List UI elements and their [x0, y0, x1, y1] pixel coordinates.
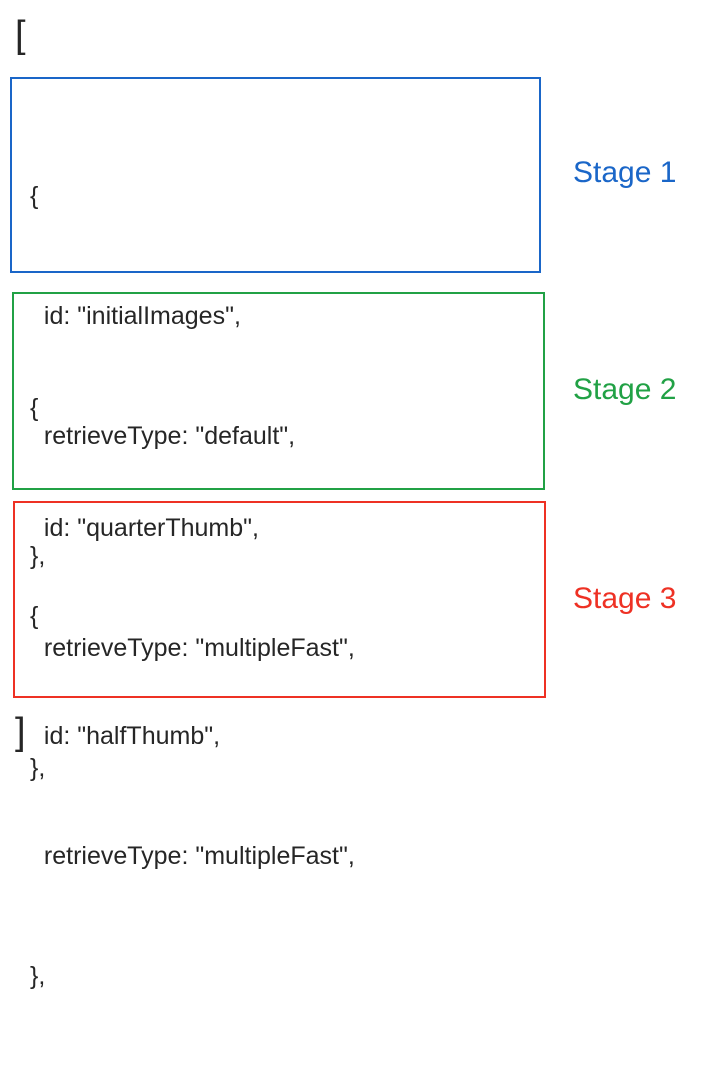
stage-1-label: Stage 1 [573, 156, 677, 189]
code-line-open-brace: { [30, 182, 39, 210]
code-line-open-brace: { [30, 602, 39, 630]
code-line-id: id: "halfThumb", [30, 722, 221, 750]
code-line-id: id: "quarterThumb", [30, 514, 259, 542]
stage-2-label: Stage 2 [573, 373, 677, 406]
code-line-id: id: "initialImages", [30, 302, 241, 330]
code-line-retrievetype: retrieveType: "default", [30, 422, 296, 450]
stage-2-code-block: { id: "quarterThumb", retrieveType: "mul… [30, 308, 355, 868]
diagram-canvas: [ { id: "initialImages", retrieveType: "… [10, 14, 677, 990]
array-open-bracket: [ [15, 14, 26, 56]
code-line-close-brace: }, [30, 542, 46, 570]
stage-1-highlight-box [10, 77, 541, 273]
stage-3-label: Stage 3 [573, 582, 677, 615]
code-line-close-brace: }, [30, 754, 46, 782]
code-line-retrievetype: retrieveType: "multipleFast", [30, 634, 355, 662]
code-line-open-brace: { [30, 394, 39, 422]
stage-3-code-block: { id: "halfThumb", retrieveType: "multip… [30, 516, 355, 1076]
code-line-close-brace: }, [30, 962, 46, 990]
stage-2-highlight-box [12, 292, 545, 490]
code-line-retrievetype: retrieveType: "multipleFast", [30, 842, 355, 870]
array-close-bracket: ] [15, 711, 26, 753]
stage-3-highlight-box [13, 501, 546, 698]
stage-1-code-block: { id: "initialImages", retrieveType: "de… [30, 96, 295, 656]
